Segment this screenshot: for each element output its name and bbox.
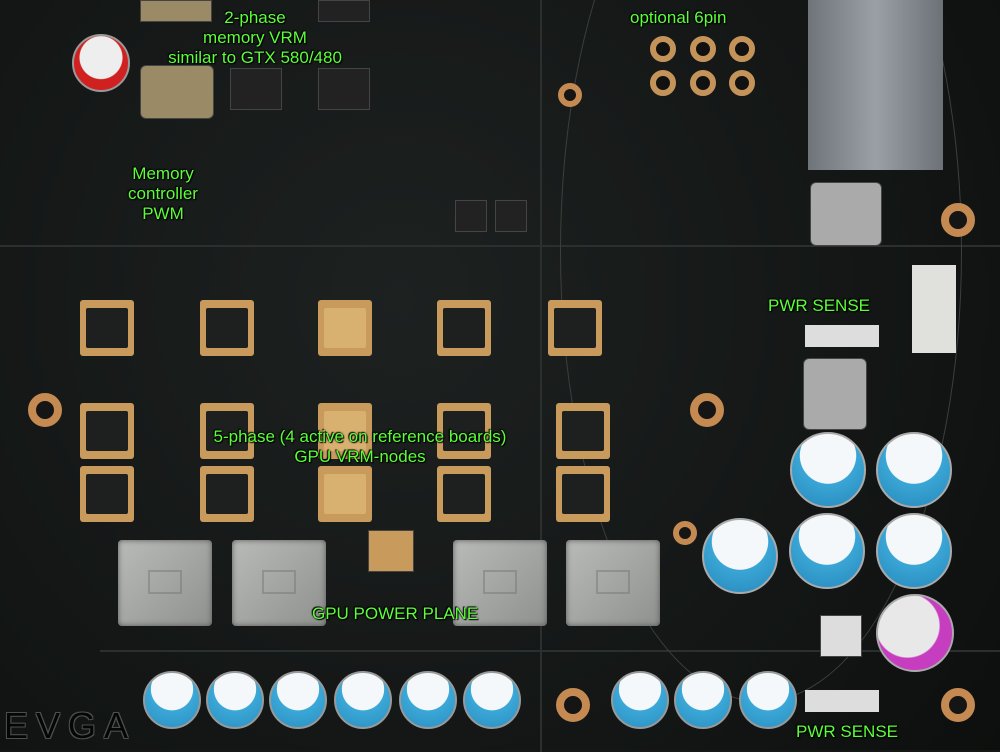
annotation-line: Memory [132, 164, 194, 183]
pwr-sense-bottom-annotation: PWR SENSE [796, 722, 899, 741]
annotation-line: memory VRM [203, 28, 307, 47]
gpu-vrm-annotation: 5-phase (4 active on reference boards) G… [160, 427, 560, 467]
annotation-line: 5-phase (4 active on reference boards) [213, 427, 507, 446]
annotation-line: 2-phase [224, 8, 286, 27]
evga-logo: EVGA [4, 705, 137, 746]
annotation-line: PWM [142, 204, 184, 223]
gpu-power-plane-annotation: GPU POWER PLANE [312, 604, 479, 623]
annotation-line: similar to GTX 580/480 [168, 48, 342, 67]
annotation-line: controller [128, 184, 198, 203]
power-connector [808, 0, 943, 170]
memory-pwm-annotation: Memory controller PWM [108, 164, 218, 224]
memory-vrm-annotation: 2-phase memory VRM similar to GTX 580/48… [130, 8, 380, 68]
red-capacitor [72, 34, 130, 92]
pwr-sense-top-annotation: PWR SENSE [768, 296, 871, 315]
annotation-line: GPU VRM-nodes [294, 447, 426, 466]
optional-6pin-annotation: optional 6pin [630, 8, 727, 27]
